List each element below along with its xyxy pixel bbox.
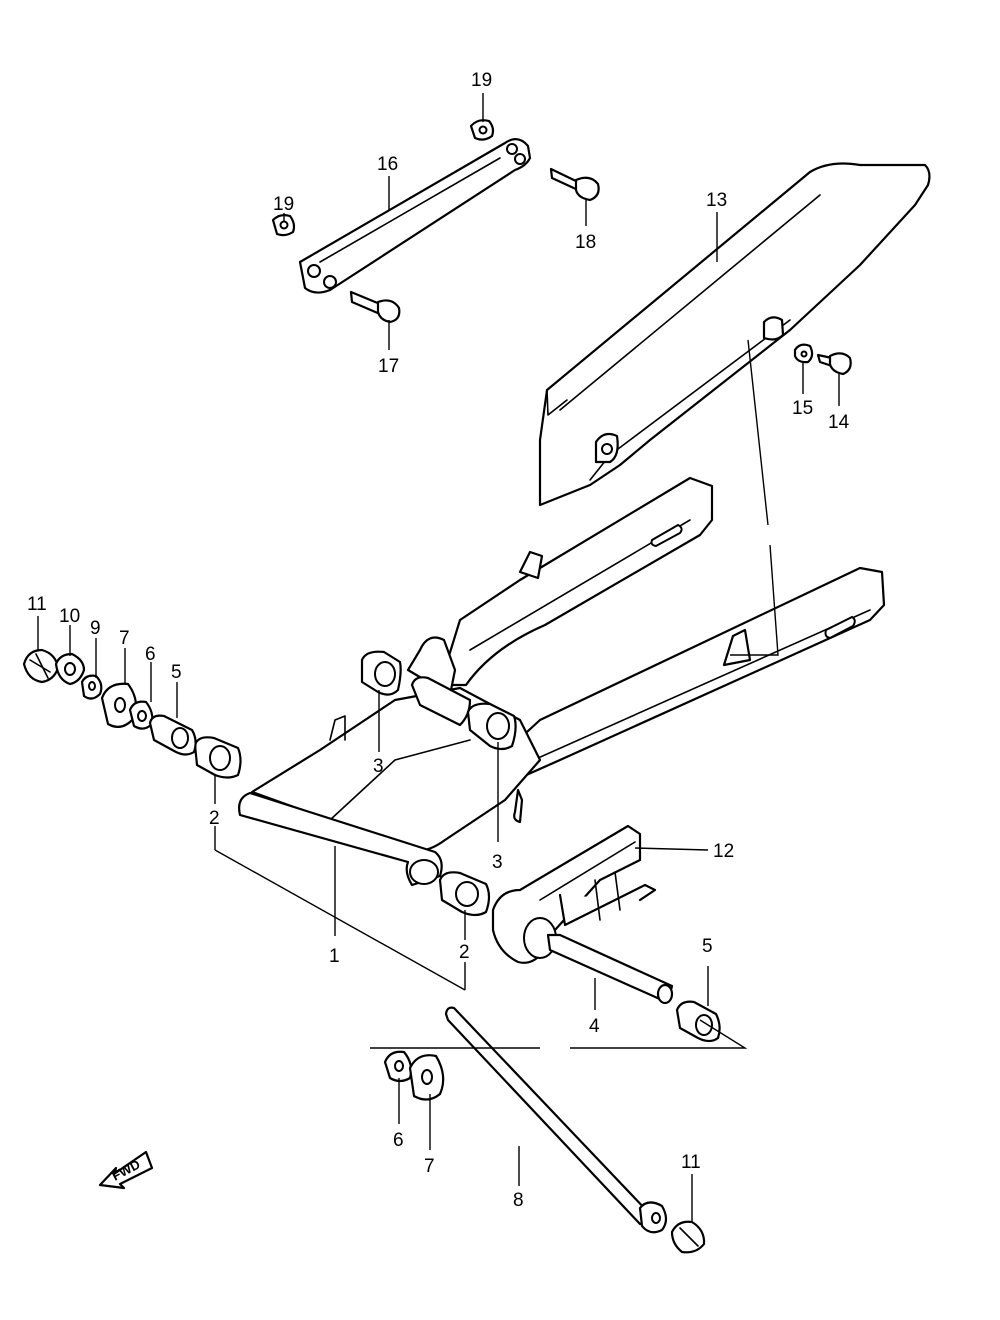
chain-buffer-12 bbox=[491, 824, 657, 964]
torque-rod-16 bbox=[298, 138, 532, 294]
washer-7-lower bbox=[408, 1054, 445, 1101]
nut-10 bbox=[54, 652, 86, 686]
callout-2-right: 2 bbox=[459, 942, 470, 963]
callout-15: 15 bbox=[792, 398, 813, 419]
washer-7-left bbox=[100, 682, 138, 729]
washer-9 bbox=[80, 674, 103, 700]
callout-18: 18 bbox=[575, 232, 596, 253]
callout-19-upper: 19 bbox=[471, 70, 492, 91]
nut-19-upper bbox=[469, 119, 495, 141]
bushing-3-lower bbox=[466, 702, 517, 751]
chain-guard-13 bbox=[538, 162, 931, 507]
axle-8 bbox=[444, 1006, 668, 1234]
callout-1: 1 bbox=[329, 946, 340, 967]
bolt-17 bbox=[349, 290, 401, 324]
bushing-2-left bbox=[193, 736, 242, 779]
callout-11-left: 11 bbox=[27, 594, 47, 615]
callout-8: 8 bbox=[513, 1190, 524, 1211]
fwd-arrow-icon: FWD bbox=[98, 1150, 154, 1190]
callout-7-lower: 7 bbox=[424, 1156, 435, 1177]
spacer-tube-4 bbox=[546, 933, 674, 1005]
callout-3-lower: 3 bbox=[492, 852, 503, 873]
callout-5-right: 5 bbox=[702, 936, 713, 957]
callout-13: 13 bbox=[706, 190, 727, 211]
callout-11-lower: 11 bbox=[681, 1152, 701, 1173]
washer-15 bbox=[793, 343, 814, 364]
washer-6-left bbox=[128, 700, 154, 730]
nut-11-left bbox=[22, 648, 60, 684]
callout-12: 12 bbox=[713, 841, 734, 862]
callout-16: 16 bbox=[377, 154, 398, 175]
callout-labels: 19 16 19 13 18 17 15 14 11 10 9 7 6 5 3 … bbox=[27, 70, 850, 1211]
washer-6-lower bbox=[383, 1050, 413, 1083]
collar-5-right bbox=[675, 1000, 721, 1043]
bushing-3-upper bbox=[360, 650, 402, 696]
callout-17: 17 bbox=[378, 356, 399, 377]
callout-2-left: 2 bbox=[209, 808, 220, 829]
callout-10: 10 bbox=[59, 606, 80, 627]
bushing-2-right bbox=[438, 871, 491, 917]
bolt-14 bbox=[816, 352, 852, 376]
callout-4: 4 bbox=[589, 1016, 600, 1037]
callout-7-left: 7 bbox=[119, 628, 130, 649]
callout-3-upper: 3 bbox=[373, 756, 384, 777]
callout-5-left: 5 bbox=[171, 662, 182, 683]
alignment-lines bbox=[214, 339, 779, 1049]
callout-14: 14 bbox=[828, 412, 850, 433]
callout-6-left: 6 bbox=[145, 644, 156, 665]
leader-lines bbox=[37, 93, 840, 1222]
swingarm-1 bbox=[238, 476, 886, 887]
callout-6-lower: 6 bbox=[393, 1130, 404, 1151]
bolt-18 bbox=[549, 167, 600, 202]
callout-19-lower: 19 bbox=[273, 194, 294, 215]
nut-11-lower bbox=[670, 1220, 706, 1254]
callout-9: 9 bbox=[90, 618, 101, 639]
collar-5-left bbox=[148, 714, 197, 756]
